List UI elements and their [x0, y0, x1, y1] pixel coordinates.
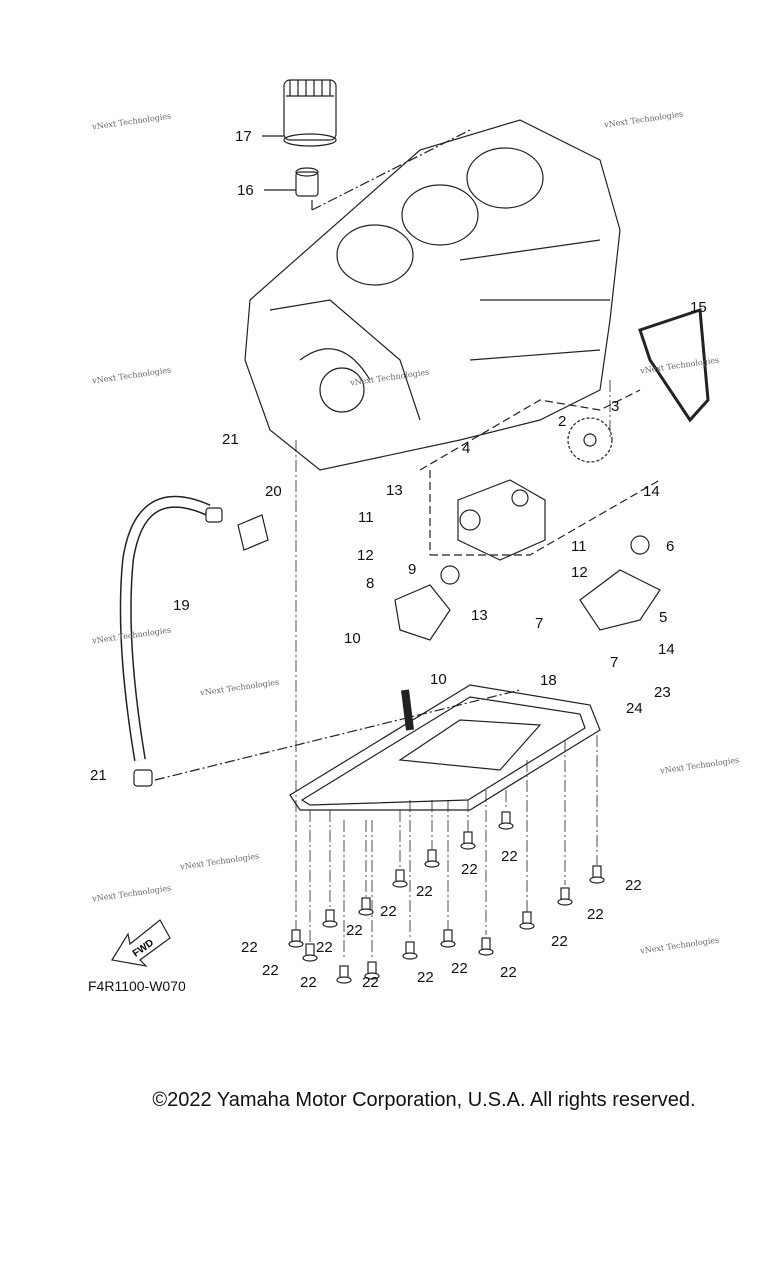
callout: 22	[551, 933, 568, 950]
oil-strainer-pipe	[394, 584, 451, 641]
check-valve	[237, 514, 269, 551]
callout: 12	[357, 547, 374, 564]
callout: 22	[346, 922, 363, 939]
callout: 13	[386, 482, 403, 499]
cam-chain	[638, 307, 710, 423]
sprocket	[567, 417, 613, 463]
callout: 13	[471, 607, 488, 624]
callout: 12	[571, 564, 588, 581]
callout: 7	[610, 654, 619, 671]
callout: 11	[571, 538, 587, 555]
drawing-code: F4R1100-W070	[88, 978, 186, 994]
oil-filter	[283, 79, 337, 147]
hose-clamp	[205, 507, 223, 523]
callout: 21	[90, 767, 107, 784]
callout: 21	[222, 431, 239, 448]
filter-stud	[295, 167, 319, 197]
callout: 23	[654, 684, 671, 701]
callout: 2	[558, 413, 567, 430]
callout: 22	[625, 877, 642, 894]
callout: 22	[417, 969, 434, 986]
callout: 11	[358, 509, 374, 526]
callout: 15	[690, 299, 707, 316]
callout: 22	[316, 939, 333, 956]
callout: 18	[540, 672, 557, 689]
callout: 22	[587, 906, 604, 923]
callout: 20	[265, 483, 282, 500]
callout: 22	[461, 861, 478, 878]
callout: 22	[300, 974, 317, 991]
fwd-arrow	[111, 919, 171, 967]
callout: 22	[380, 903, 397, 920]
callout: 19	[173, 597, 190, 614]
callout: 24	[626, 700, 643, 717]
callout: 22	[362, 974, 379, 991]
callout: 22	[501, 848, 518, 865]
callout: 22	[416, 883, 433, 900]
callout: 22	[241, 939, 258, 956]
callout: 3	[611, 398, 620, 415]
copyright: ©2022 Yamaha Motor Corporation, U.S.A. A…	[152, 1089, 696, 1111]
callout: 5	[659, 609, 668, 626]
oil-pan	[289, 684, 601, 811]
callout: 10	[344, 630, 361, 647]
callout: 14	[658, 641, 675, 658]
crankcase	[244, 119, 621, 471]
oil-pump	[457, 479, 546, 561]
callout: 10	[430, 671, 447, 688]
callout: 22	[451, 960, 468, 977]
callout: 9	[408, 561, 417, 578]
callout: 6	[666, 538, 675, 555]
callout: 22	[500, 964, 517, 981]
callout: 7	[535, 615, 544, 632]
callout: 14	[643, 483, 660, 500]
callout: 22	[262, 962, 279, 979]
callout: 8	[366, 575, 375, 592]
oil-strainer	[579, 569, 661, 631]
bolts	[288, 811, 605, 984]
callout: 17	[235, 128, 252, 145]
callout: 4	[462, 440, 471, 457]
callout: 16	[237, 182, 254, 199]
